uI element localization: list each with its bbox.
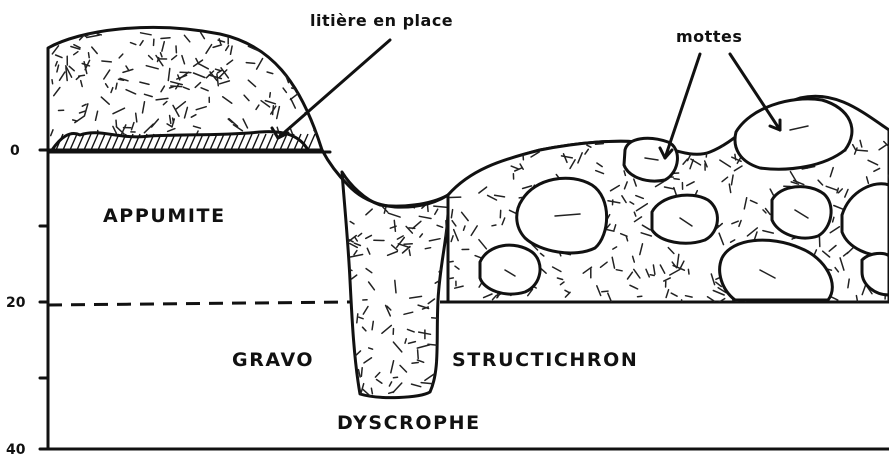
clod <box>772 187 831 238</box>
mottes-label: mottes <box>676 27 742 46</box>
horizon-boundary-dashed-line <box>48 302 352 305</box>
litter-label: litière en place <box>310 11 453 30</box>
structichron-block <box>446 96 889 310</box>
appumite-label: APPUMITE <box>103 205 226 227</box>
litter-mound <box>48 27 324 150</box>
annotation-leaders <box>272 40 780 158</box>
depth-axis: 0 20 40 <box>6 143 48 458</box>
clod <box>652 195 717 243</box>
clod <box>480 245 540 294</box>
gravo-label: GRAVO <box>232 349 314 371</box>
depth-tick-40: 40 <box>6 442 26 458</box>
dyscrophe-label: DYSCROPHE <box>337 412 481 434</box>
structichron-label: STRUCTICHRON <box>452 349 638 371</box>
depth-tick-20: 20 <box>6 295 26 311</box>
depth-tick-0: 0 <box>10 143 20 159</box>
